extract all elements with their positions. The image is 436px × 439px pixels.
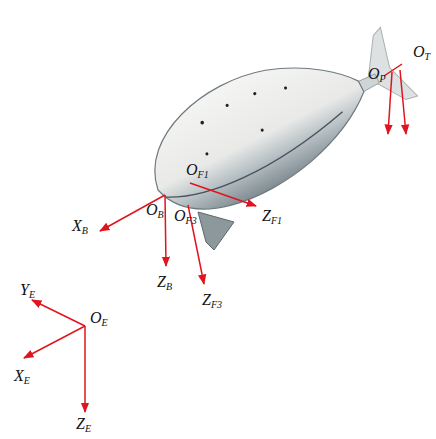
axis-label: OT [413,42,430,63]
fish-body [129,8,425,235]
axis-label: ZE [76,414,91,435]
axis-label: YE [20,280,35,301]
axis-label: ZF1 [262,206,282,227]
body-frame-axes [100,64,406,284]
axis-label: OB [146,200,164,221]
axis-label: ZB [157,272,172,293]
axis-label: OP [368,64,386,85]
axis-label: OF3 [174,206,197,227]
earth-frame-axes [24,300,85,412]
axis-label: XB [72,216,88,237]
axis-label: ZF3 [202,290,222,311]
pectoral-fin [198,212,234,250]
axis-label: XE [14,366,30,387]
axis-label: OF1 [186,160,209,181]
axis-label: OE [90,308,108,329]
